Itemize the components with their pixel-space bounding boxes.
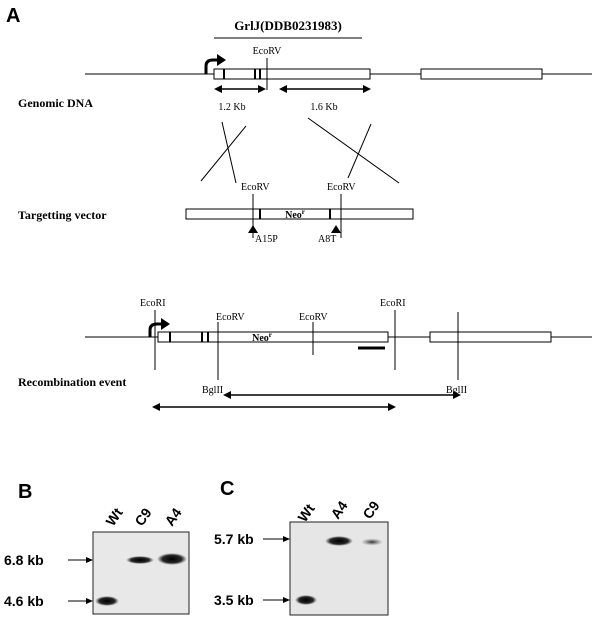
blot-b (92, 531, 190, 615)
blot-c-marker-label: 5.7 kb (214, 531, 254, 547)
recomb-ecori-right-label: EcoRI (380, 298, 406, 309)
genomic-dna-construct (85, 54, 592, 90)
downstream-gene-box (420, 68, 543, 80)
blot-b-marker-arrow (68, 557, 93, 563)
gene-title: GrlJ(DDB0231983) (234, 18, 342, 33)
blot-b-lane-label: A4 (161, 505, 184, 529)
recomb-neo-label: Neor (252, 331, 272, 344)
panel-a-letter: A (6, 5, 20, 27)
promoter-arrow-icon (148, 318, 170, 337)
recomb-ecori-left-label: EcoRI (140, 298, 166, 309)
blot-b-marker-label: 6.8 kb (4, 552, 44, 568)
grlj-gene-box (213, 68, 371, 80)
blot-c-marker-arrow (263, 597, 290, 603)
blot-b-marker-label: 4.6 kb (4, 593, 44, 609)
ecori-fragment-arrow (152, 403, 396, 411)
panel-c-letter: C (220, 478, 234, 500)
blot-c-lane-label: A4 (327, 498, 350, 522)
blot-b-lane-label: Wt (102, 505, 126, 529)
primer-left-triangle-icon (248, 225, 258, 233)
blot-b-lane-label: C9 (131, 505, 154, 529)
blot-c-marker-label: 3.5 kb (214, 592, 254, 608)
primer-right-triangle-icon (331, 225, 341, 233)
blot-b-marker-arrow (68, 598, 93, 604)
genomic-dna-label: Genomic DNA (18, 96, 93, 110)
targeting-vector-label: Targetting vector (18, 208, 107, 222)
recomb-ecorv-left-label: EcoRV (216, 312, 245, 323)
bglii-fragment-arrow (223, 391, 461, 399)
panel-b-letter: B (18, 481, 32, 503)
promoter-arrow-icon (204, 54, 226, 74)
recomb-bglii-left-label: BglII (202, 385, 223, 396)
band-c-a4 (325, 536, 353, 546)
band-b-a4 (157, 553, 187, 565)
vector-ecorv-left-label: EcoRV (241, 182, 270, 193)
band-c-c9 (361, 538, 383, 546)
crossover-lines (200, 117, 400, 184)
fragment-right-arrow (279, 85, 371, 93)
recombination-event-label: Recombination event (18, 375, 126, 389)
band-c-wt (295, 595, 317, 605)
targeting-vector-construct (185, 194, 414, 238)
fragment-left-size: 1.2 Kb (218, 102, 245, 113)
blot-c-lane-label: Wt (294, 501, 318, 525)
band-b-c9 (126, 556, 154, 564)
band-b-wt (95, 596, 119, 606)
primer-left-label: A15P (255, 234, 278, 245)
vector-ecorv-right-label: EcoRV (327, 182, 356, 193)
recomb-bglii-right-label: BglII (446, 385, 467, 396)
recomb-ecorv-right-label: EcoRV (299, 312, 328, 323)
vector-neo-label: Neor (285, 208, 305, 221)
blot-c (289, 521, 389, 616)
primer-right-label: A8T (318, 234, 336, 245)
blot-c-lane-label: C9 (359, 498, 382, 522)
fragment-right-size: 1.6 Kb (310, 102, 337, 113)
recombined-locus-construct (85, 310, 592, 380)
ecorv-label: EcoRV (253, 46, 282, 57)
fragment-left-arrow (214, 85, 266, 93)
blot-c-marker-arrow (263, 536, 290, 542)
